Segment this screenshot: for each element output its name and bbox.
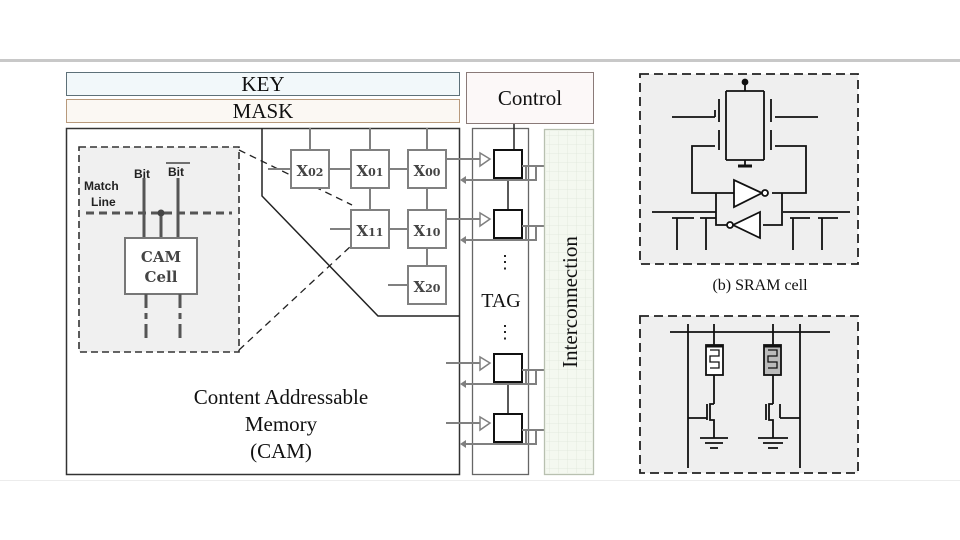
key-label: KEY [241,72,285,96]
nvm-cell-box [639,315,859,474]
bit-label: Bit [134,167,150,181]
ellipsis-bottom: ⋮ [496,322,514,342]
cell-x01-name: X [357,162,369,180]
cell-x10-sub: 10 [425,226,441,239]
cell-x10-name: X [414,222,426,240]
cell-x01: X01 [350,149,390,189]
mask-register: MASK [66,99,460,123]
bit-bar-label: Bit [168,165,184,179]
cam-title-line-3: (CAM) [250,439,312,463]
interconnection-grid [546,131,592,473]
cell-x00-sub: 00 [425,166,441,179]
svg-text:X01: X01 [357,162,384,180]
cell-x02-name: X [297,162,309,180]
control-block: Control [466,72,594,124]
cell-x11-name: X [357,222,369,240]
nvm-schematic [670,324,830,468]
cell-x11-sub: 11 [368,226,383,239]
cell-x20: X20 [407,265,447,305]
sram-cell-box [639,73,859,265]
control-label: Control [497,86,563,110]
cell-x02: X02 [290,149,330,189]
cam-title-line-2: Memory [245,412,318,436]
cell-x10: X10 [407,209,447,249]
cell-x01-sub: 01 [368,166,383,179]
line-label: Line [91,195,116,209]
zoom-dash-line-bottom [238,244,353,351]
cell-x00-name: X [414,162,426,180]
top-divider [0,59,960,62]
sram-schematic [652,78,850,250]
tag-registers [446,149,545,448]
ellipsis-top: ⋮ [496,252,514,272]
cam-cell-block [124,237,198,295]
bottom-divider [0,480,960,481]
cell-x20-name: X [414,278,426,296]
svg-text:X02: X02 [297,162,324,180]
tag-label: TAG [481,290,521,312]
cell-x00: X00 [407,149,447,189]
mask-label: MASK [232,99,294,123]
svg-text:X20: X20 [414,278,441,296]
cam-cell-label-1: CAM [141,248,181,266]
tag-register-2 [446,209,545,244]
key-register: KEY [66,72,460,96]
svg-text:X10: X10 [414,222,441,240]
cell-x20-sub: 20 [425,282,441,295]
svg-text:X11: X11 [357,222,384,240]
cam-title-line-1: Content Addressable [194,385,368,409]
match-node [157,209,165,217]
match-label: Match [84,179,119,193]
svg-text:X00: X00 [414,162,441,180]
sram-caption: (b) SRAM cell [712,277,808,294]
tag-register-3 [446,353,545,388]
cam-cell-label-2: Cell [145,268,178,286]
interconnection-label: Interconnection [558,236,582,368]
cell-x02-sub: 02 [308,166,323,179]
tag-register-1 [446,149,545,184]
cell-x11: X11 [350,209,390,249]
cam-cells: X02 X01 X00 X11 X10 X20 [290,149,447,305]
tag-register-4 [446,413,545,448]
zoom-region-outline [261,128,459,317]
